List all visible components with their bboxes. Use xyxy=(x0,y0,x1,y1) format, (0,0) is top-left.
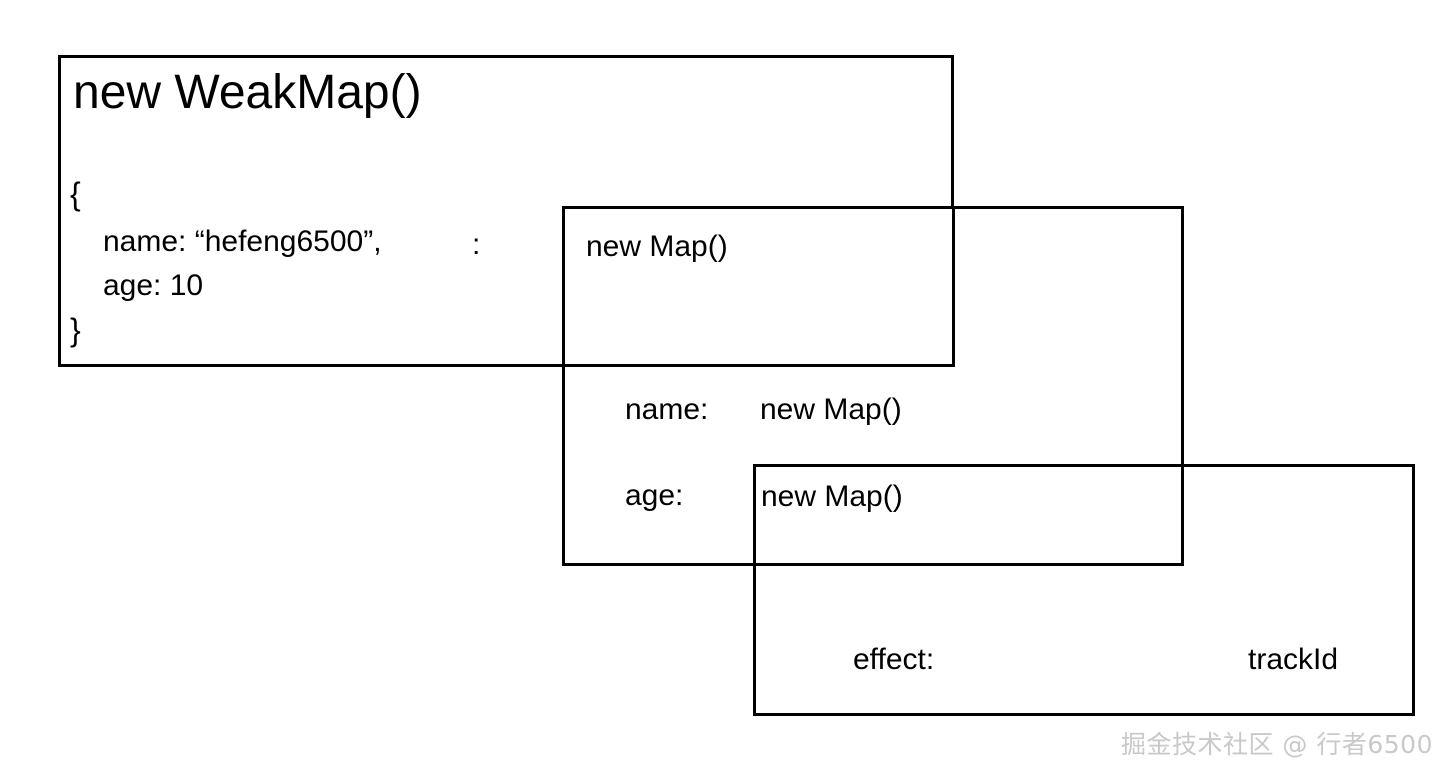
dep-title: new Map() xyxy=(761,480,903,513)
watermark: 掘金技术社区 @ 行者6500 xyxy=(1120,730,1433,759)
depsmap-header-box xyxy=(562,206,955,367)
target-object-prop-name: name: “hefeng6500”, xyxy=(103,225,382,258)
target-object-brace-open: { xyxy=(70,176,81,212)
weakmap-title: new WeakMap() xyxy=(73,66,422,119)
dep-header-box xyxy=(753,464,1184,566)
target-object-brace-close: } xyxy=(70,312,81,348)
depsmap-title: new Map() xyxy=(586,230,728,263)
dep-entry-key-effect: effect: xyxy=(853,643,935,676)
weakmap-mapping-colon: : xyxy=(472,228,481,261)
depsmap-entry-key-age: age: xyxy=(625,479,684,512)
depsmap-entry-key-name: name: xyxy=(625,393,709,426)
target-object-prop-age: age: 10 xyxy=(103,269,204,302)
depsmap-entry-value-name: new Map() xyxy=(760,393,902,426)
dep-entry-value-trackid: trackId xyxy=(1248,643,1339,676)
